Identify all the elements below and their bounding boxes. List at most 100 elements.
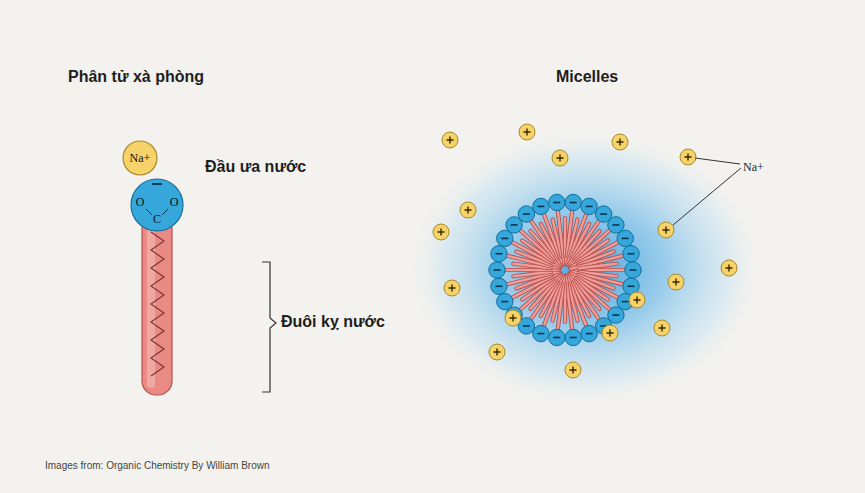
plus-sign [447, 137, 454, 144]
micelle-tail-outline [571, 256, 623, 269]
heading: Phân tử xà phòng [68, 68, 204, 85]
text-holder: O [166, 194, 182, 210]
micelle-head [491, 278, 507, 294]
minus-sign [612, 224, 619, 226]
sodium-ion [505, 310, 521, 326]
sodium-ion [668, 274, 684, 290]
text-holder: O [132, 194, 148, 210]
plus-sign [570, 367, 577, 374]
sodium-ion [519, 124, 535, 140]
sodium-ion [654, 320, 670, 336]
label-holder: Micelles [556, 68, 618, 86]
plus-sign [659, 325, 666, 332]
leader-line [695, 158, 740, 164]
plus-sign [494, 349, 501, 356]
atom-label: O [170, 195, 179, 210]
micelle-head [533, 198, 549, 214]
minus-sign [495, 253, 502, 255]
plus-sign [438, 229, 445, 236]
micelle-head [518, 206, 534, 222]
micelle-tail [507, 271, 559, 284]
micelle-head [581, 325, 597, 341]
atom-label: O [136, 195, 145, 210]
sodium-ion [552, 150, 568, 166]
micelle-tail-outline [566, 276, 573, 330]
minus-sign [622, 301, 629, 303]
micelle-head [565, 194, 581, 210]
part-label: Đầu ưa nước [205, 158, 306, 175]
plus-sign [673, 279, 680, 286]
minus-sign [630, 269, 637, 271]
carbon-chain [151, 232, 164, 376]
micelle-tail-outline [507, 271, 559, 284]
minus-sign [501, 238, 508, 240]
plus-sign [726, 265, 733, 272]
minus-sign [511, 224, 518, 226]
micelle-tail-outline [513, 272, 551, 277]
text-holder: C [149, 211, 165, 227]
micelle-head [625, 262, 641, 278]
plus-sign [663, 227, 670, 234]
micelle-tail [566, 276, 573, 330]
minus-sign [537, 206, 544, 208]
micelle-head [489, 262, 505, 278]
minus-sign [570, 337, 577, 339]
sodium-ion [460, 202, 476, 218]
sodium-ion [629, 292, 645, 308]
micelle-tail [571, 256, 623, 269]
plus-sign [607, 330, 614, 337]
plus-sign [557, 155, 564, 162]
micelle-head [497, 293, 513, 309]
minus-sign [537, 333, 544, 335]
micelle-head [549, 329, 565, 345]
micelle-tails [505, 210, 625, 329]
minus-sign [600, 213, 607, 215]
caption: Images from: Organic Chemistry By Willia… [45, 460, 270, 471]
sodium-ions [433, 124, 737, 378]
label-holder: Phân tử xà phòng [68, 68, 204, 86]
sodium-ion [680, 149, 696, 165]
hydrophobic-tail [142, 215, 172, 395]
micelle-head [549, 194, 565, 210]
plus-sign [685, 154, 692, 161]
part-label: Đuôi kỵ nước [281, 313, 385, 330]
micelle-head [581, 198, 597, 214]
plus-sign [617, 139, 624, 146]
leader-line [673, 168, 741, 225]
water-shell [405, 128, 765, 408]
bracket [262, 262, 276, 392]
atom-label: Na+ [130, 151, 151, 166]
micelle-head [565, 329, 581, 345]
sodium-ion [433, 224, 449, 240]
sodium-ion [444, 280, 460, 296]
sodium-ion [565, 362, 581, 378]
micelle-head [623, 246, 639, 262]
ion-label: Na+ [743, 160, 764, 174]
micelle-head [533, 325, 549, 341]
micelle-heads [489, 194, 641, 345]
plus-sign [634, 297, 641, 304]
minus-sign [501, 301, 508, 303]
sodium-ion [658, 222, 674, 238]
minus-sign [612, 314, 619, 316]
minus-sign [628, 285, 635, 287]
label-holder: Đuôi kỵ nước [281, 313, 385, 331]
minus-sign [152, 183, 162, 185]
label-holder: Đầu ưa nước [205, 158, 306, 176]
minus-sign [586, 333, 593, 335]
micelle-tail [558, 210, 565, 264]
plus-sign [510, 315, 517, 322]
minus-sign [622, 238, 629, 240]
minus-sign [570, 202, 577, 204]
bond-line [146, 209, 152, 215]
sodium-ion-node: Na+ [122, 140, 158, 176]
minus-sign [523, 325, 530, 327]
micelle-head [491, 246, 507, 262]
micelle-tail [513, 272, 551, 277]
carbon-chain [151, 232, 164, 376]
carboxylate-head: OCO [130, 178, 184, 232]
label-holder: Na+ [743, 157, 764, 175]
sodium-ion [442, 132, 458, 148]
sodium-ion [721, 260, 737, 276]
